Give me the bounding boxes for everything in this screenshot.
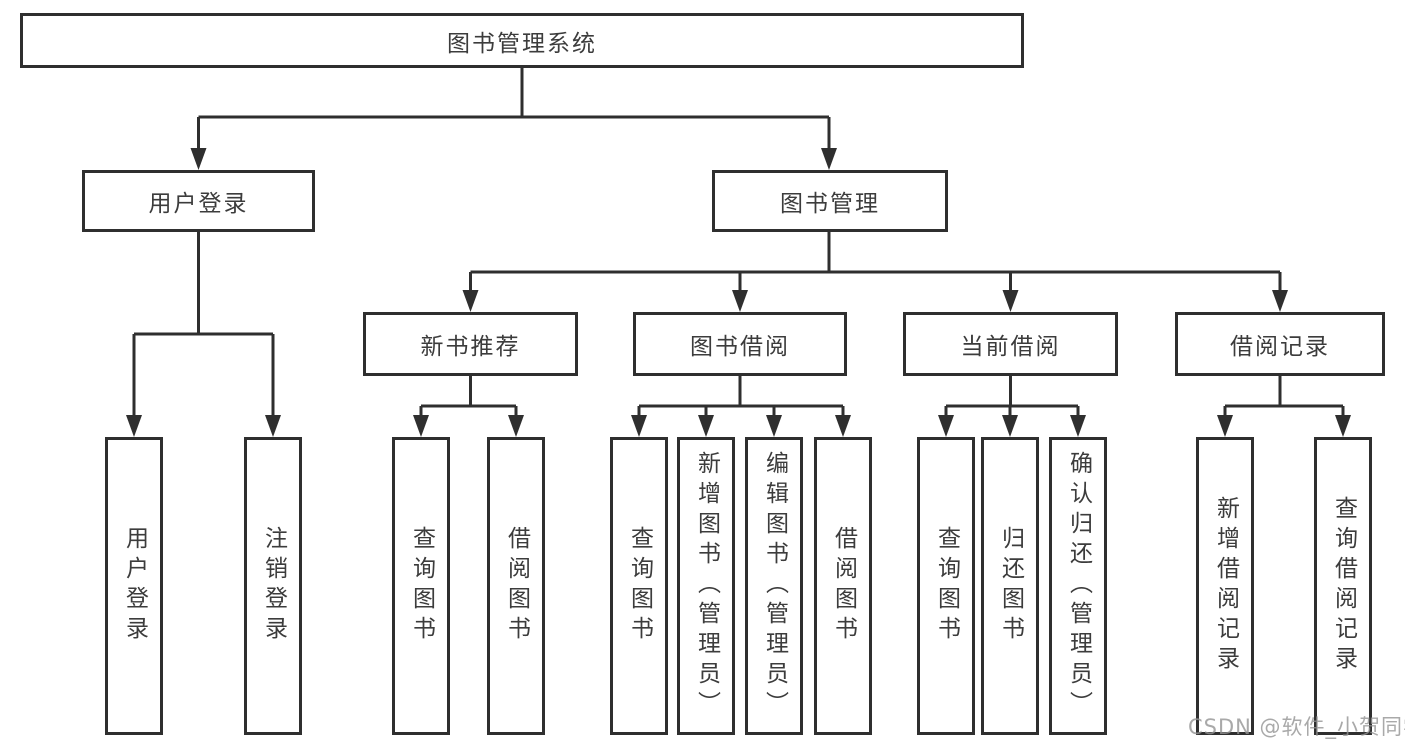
leaf-label: 注销登录 [260, 526, 287, 646]
leaf-borrowing-edit-book-admin: 编辑图书（管理员） [745, 437, 803, 735]
leaf-label: 查询借阅记录 [1330, 496, 1357, 676]
node-book-management: 图书管理 [712, 170, 948, 232]
leaf-current-return-book: 归还图书 [981, 437, 1039, 735]
leaf-label: 借阅图书 [830, 526, 857, 646]
leaf-recommend-borrow-book: 借阅图书 [487, 437, 545, 735]
leaf-label: 新增图书（管理员） [693, 451, 720, 721]
leaf-current-confirm-return-admin: 确认归还（管理员） [1049, 437, 1107, 735]
leaf-label: 查询图书 [408, 526, 435, 646]
node-label: 当前借阅 [960, 334, 1061, 360]
leaf-borrowing-add-book-admin: 新增图书（管理员） [677, 437, 735, 735]
node-label: 借阅记录 [1230, 334, 1330, 360]
node-label: 图书管理系统 [447, 30, 597, 57]
node-label: 用户登录 [148, 191, 249, 217]
leaf-label: 归还图书 [997, 526, 1024, 646]
leaf-label: 新增借阅记录 [1212, 496, 1239, 676]
node-label: 图书借阅 [690, 334, 790, 360]
arrow-heads [126, 148, 1351, 437]
leaf-label: 借阅图书 [503, 526, 530, 646]
leaf-label: 查询图书 [626, 526, 653, 646]
node-root-system: 图书管理系统 [20, 13, 1024, 68]
node-label: 图书管理 [780, 191, 880, 217]
node-label: 新书推荐 [420, 334, 521, 360]
node-borrowing-records: 借阅记录 [1175, 312, 1385, 376]
leaf-borrowing-borrow-book: 借阅图书 [814, 437, 872, 735]
node-user-login: 用户登录 [82, 170, 315, 232]
node-new-book-recommend: 新书推荐 [363, 312, 578, 376]
leaf-user-login: 用户登录 [105, 437, 163, 735]
leaf-records-query-record: 查询借阅记录 [1314, 437, 1372, 735]
leaf-label: 确认归还（管理员） [1065, 451, 1092, 721]
leaf-recommend-query-book: 查询图书 [392, 437, 450, 735]
leaf-current-query-book: 查询图书 [917, 437, 975, 735]
node-book-borrowing: 图书借阅 [633, 312, 847, 376]
leaf-records-add-record: 新增借阅记录 [1196, 437, 1254, 735]
node-current-borrowing: 当前借阅 [903, 312, 1118, 376]
leaf-logout: 注销登录 [244, 437, 302, 735]
csdn-watermark: CSDN @软件_小贺同学 [1188, 715, 1405, 739]
leaf-label: 用户登录 [121, 526, 148, 646]
leaf-label: 编辑图书（管理员） [761, 451, 788, 721]
leaf-borrowing-query-book: 查询图书 [610, 437, 668, 735]
leaf-label: 查询图书 [933, 526, 960, 646]
